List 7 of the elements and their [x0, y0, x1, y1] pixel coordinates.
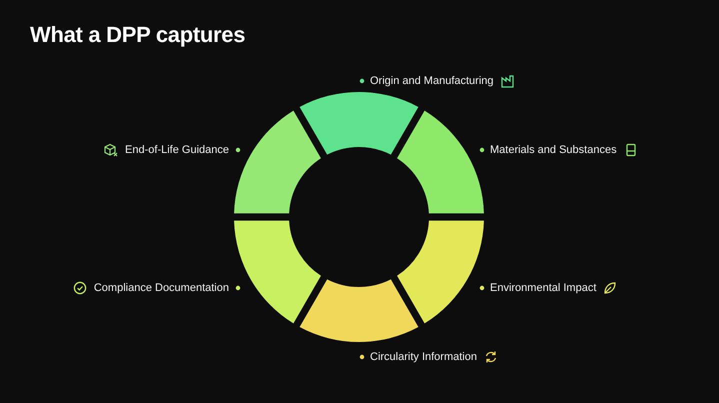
segment-label: Environmental Impact [490, 281, 596, 295]
segment-label: End-of-Life Guidance [125, 143, 229, 157]
title: What a DPP captures [30, 22, 246, 48]
segment-label: Circularity Information [370, 350, 477, 364]
segment-label: Origin and Manufacturing [370, 74, 494, 88]
segment-label: Compliance Documentation [94, 281, 229, 295]
segment-label: Materials and Substances [490, 143, 617, 157]
